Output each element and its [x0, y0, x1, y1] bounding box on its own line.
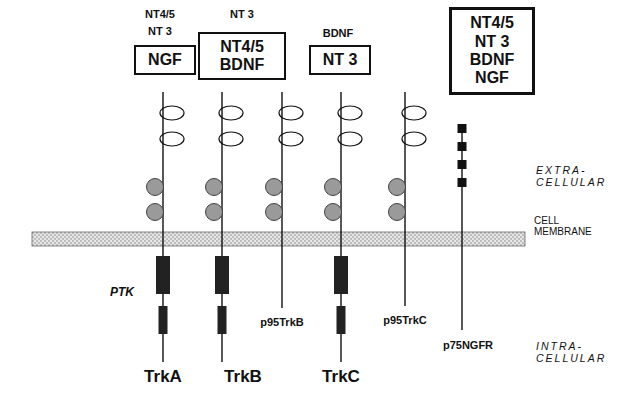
ligand-box: NT 3: [309, 45, 372, 75]
ligand-name: NGF: [148, 51, 182, 69]
truncated-trkb-receptor: [266, 92, 304, 308]
receptor-label: p95TrkC: [382, 314, 427, 327]
region-label: INTRA- CELLULAR: [535, 340, 617, 364]
receptor-name: TrkA: [143, 367, 183, 387]
kinase-label: PTK: [109, 286, 135, 300]
ligand-box: NT4/5 NT 3 BDNF NGF: [449, 7, 536, 95]
ligand-label: NT 3: [147, 25, 173, 38]
p75-receptor: [458, 124, 467, 330]
truncated-trkc-receptor: [389, 92, 427, 306]
trkc-receptor: [325, 92, 363, 362]
receptor-label: p95TrkB: [259, 316, 304, 329]
ligand-label: NT4/5: [144, 8, 176, 21]
ligand-box: NT4/5 BDNF: [198, 32, 287, 81]
ligand-label: NT 3: [229, 8, 255, 21]
ligand-name: NT 3: [323, 51, 358, 69]
receptor-name: TrkC: [321, 367, 361, 387]
ligand-label: BDNF: [322, 27, 355, 40]
ligand-name: NT4/5 BDNF: [208, 38, 277, 75]
ligand-name: NT4/5 NT 3 BDNF NGF: [458, 14, 527, 88]
trkb-receptor: [206, 92, 244, 362]
ligand-box: NGF: [134, 45, 196, 75]
membrane-label: CELL MEMBRANE: [533, 215, 607, 238]
region-label: EXTRA- CELLULAR: [535, 164, 617, 188]
trka-receptor: [147, 92, 185, 362]
receptor-label: p75NGFR: [442, 339, 494, 352]
receptor-name: TrkB: [223, 367, 263, 387]
cell-membrane: [32, 232, 525, 246]
